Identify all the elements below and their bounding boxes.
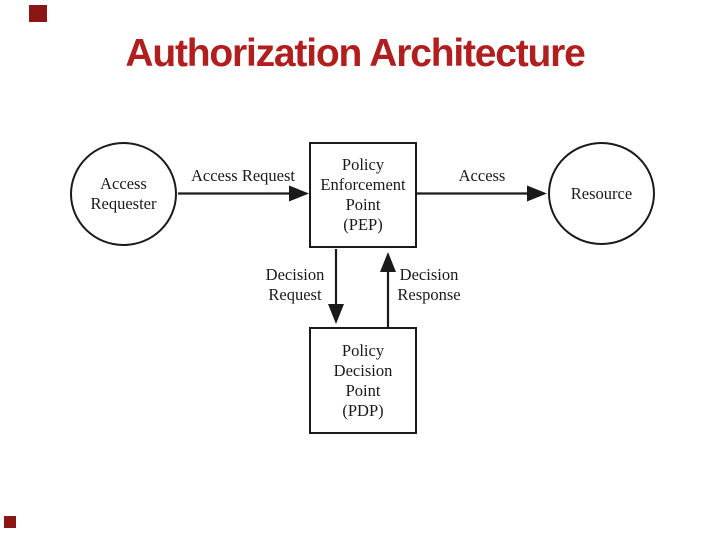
corner-accent-top-left-icon bbox=[29, 5, 47, 22]
node-policy-enforcement-point: Policy Enforcement Point (PEP) bbox=[309, 142, 417, 248]
node-resource-label: Resource bbox=[570, 183, 633, 203]
corner-accent-bottom-left-icon bbox=[4, 516, 16, 528]
node-resource: Resource bbox=[548, 142, 655, 245]
node-access-requester: Access Requester bbox=[70, 142, 177, 246]
edge-label-access: Access bbox=[458, 166, 506, 185]
edge-label-decision-request: Decision Request bbox=[265, 265, 325, 304]
edge-label-access-request: Access Request bbox=[190, 166, 295, 185]
access-arrow bbox=[417, 185, 547, 202]
edge-label-decision-response: Decision Response bbox=[397, 265, 461, 304]
node-pdp-label: Policy Decision Point (PDP) bbox=[333, 340, 393, 420]
access-request-arrow bbox=[178, 185, 309, 202]
node-access-requester-label: Access Requester bbox=[90, 174, 157, 213]
page-title: Authorization Architecture bbox=[125, 32, 585, 75]
node-pep-label: Policy Enforcement Point (PEP) bbox=[320, 155, 406, 234]
node-policy-decision-point: Policy Decision Point (PDP) bbox=[309, 327, 417, 434]
